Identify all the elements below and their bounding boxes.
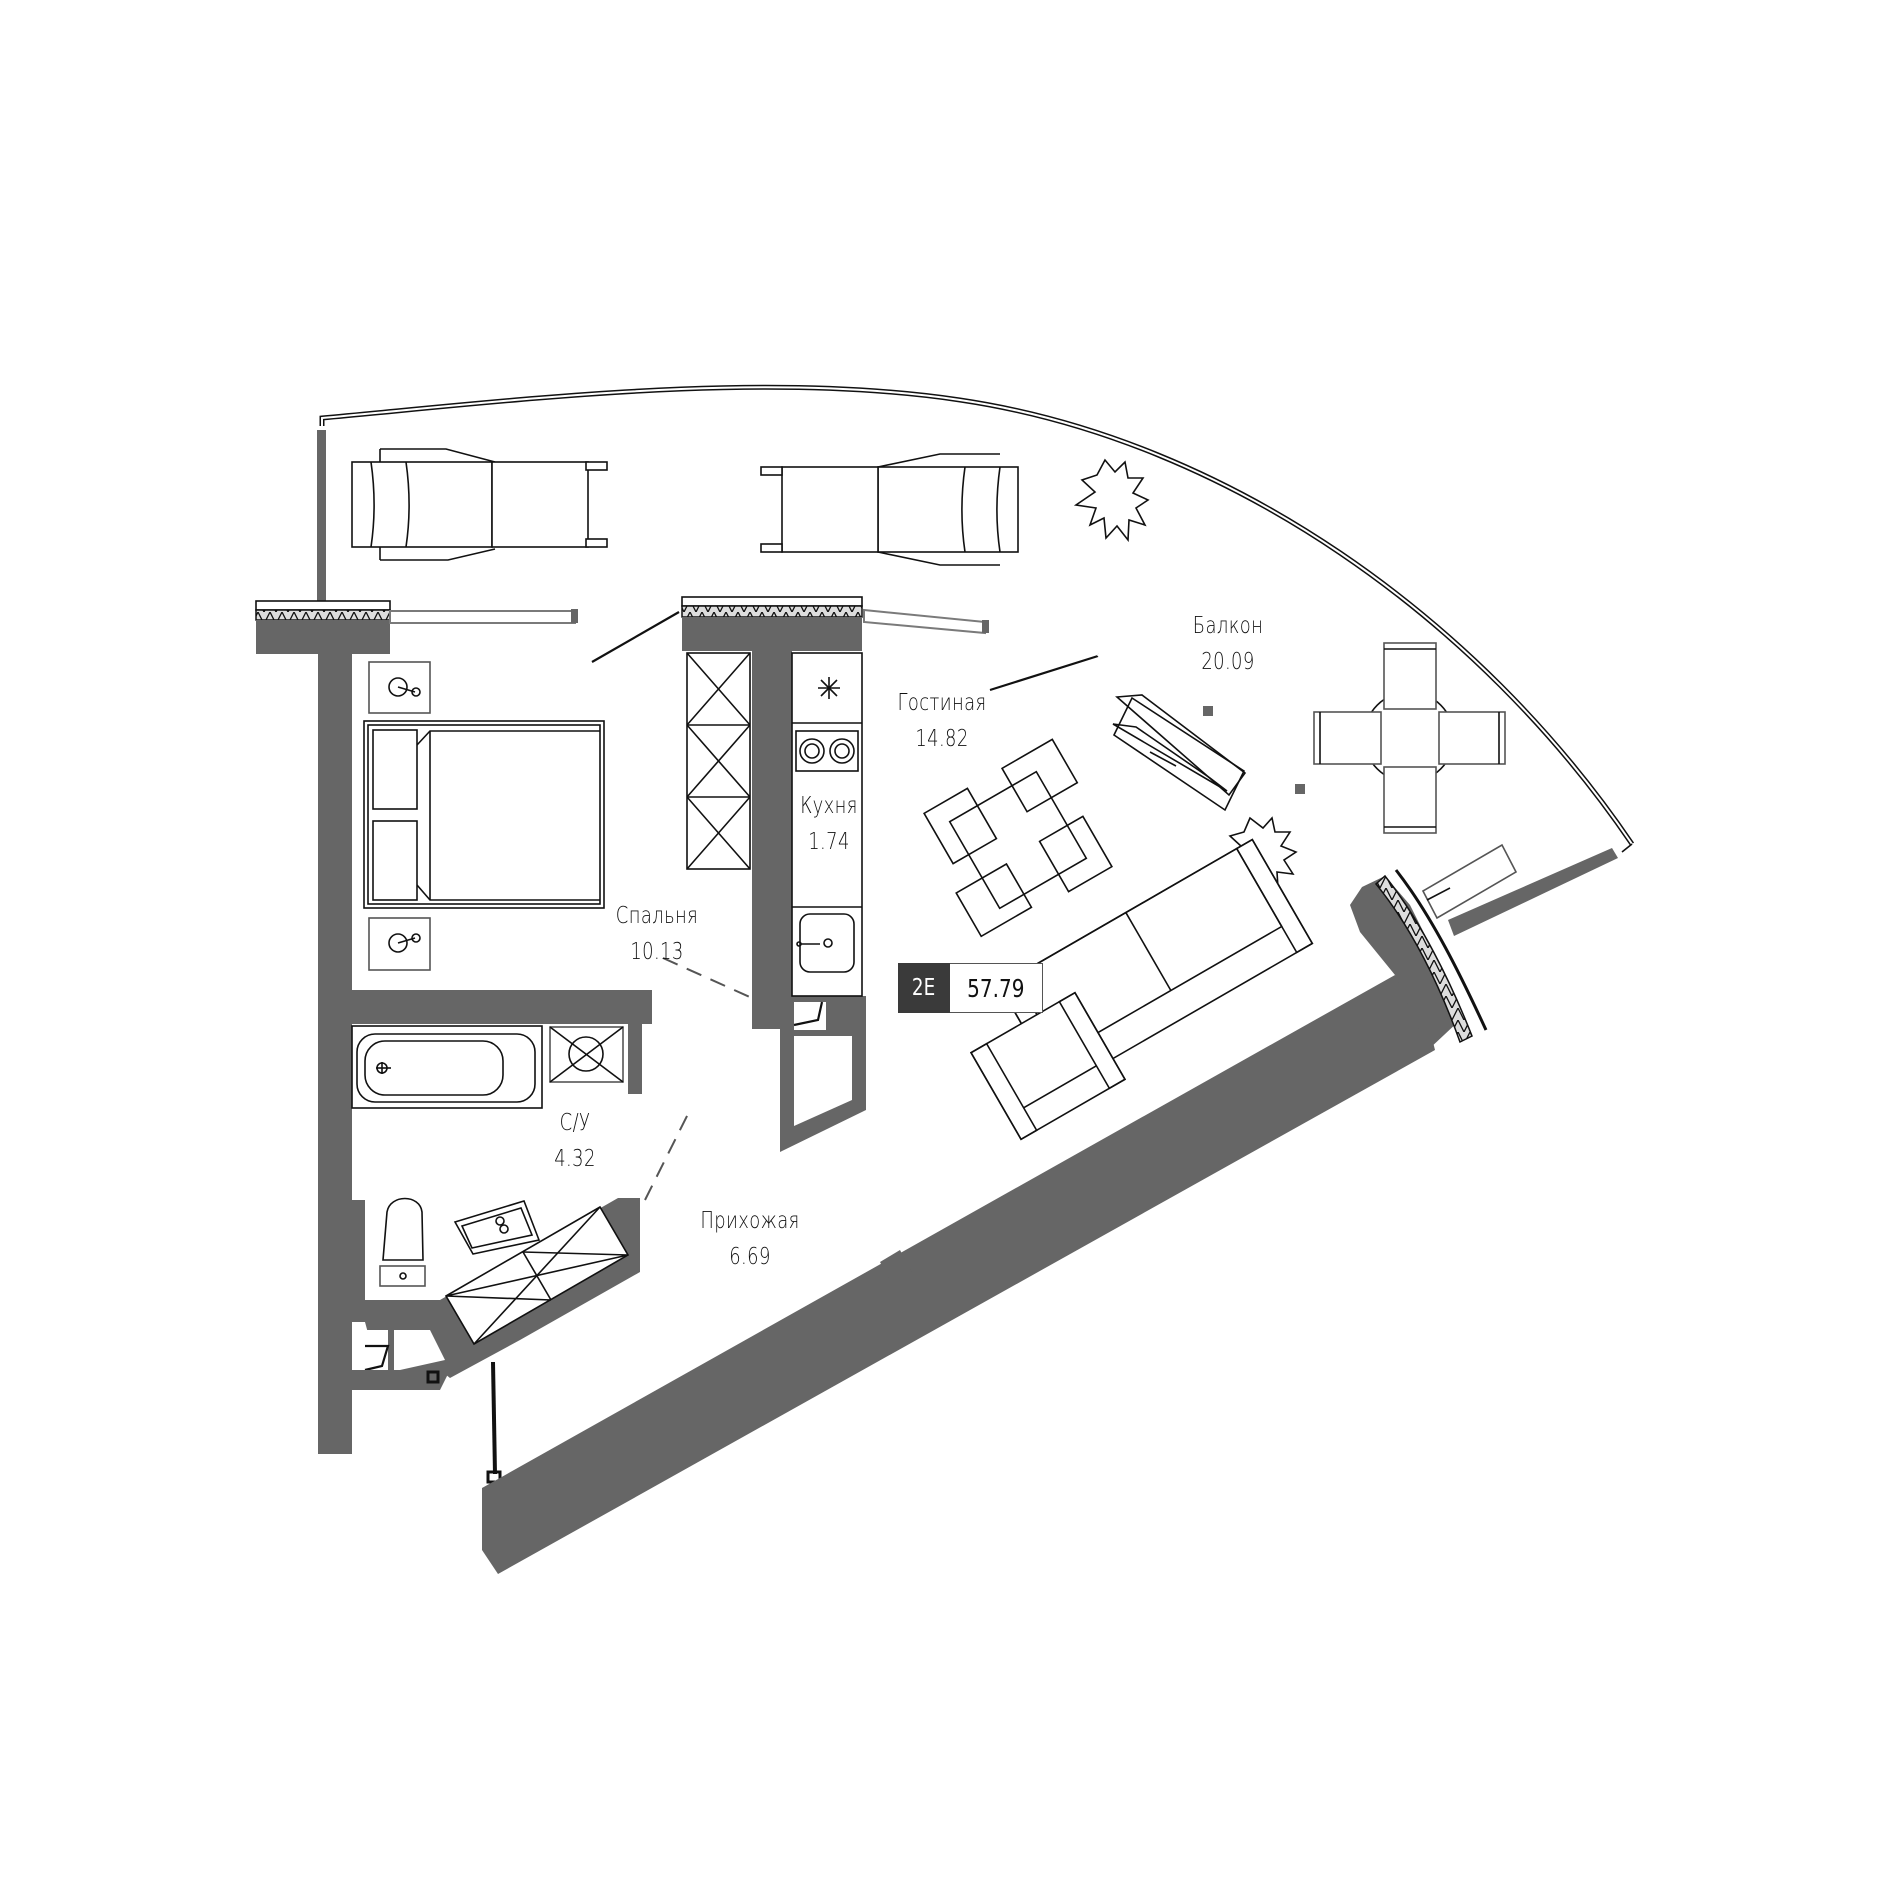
- bathtub: [351, 1025, 543, 1109]
- armchair: [969, 991, 1127, 1141]
- top-wall-center: [681, 596, 863, 651]
- apartment-code-text: 2E: [912, 975, 936, 1001]
- balcony-railing: [319, 384, 1635, 853]
- bath-stub-wall: [628, 1024, 642, 1094]
- bedroom-doorway: [662, 957, 753, 999]
- wash-basin: [453, 1200, 541, 1255]
- apartment-total-area-text: 57.79: [967, 973, 1025, 1003]
- apartment-badge: 2E 57.79: [898, 963, 1043, 1013]
- bedroom-wardrobe: [686, 652, 751, 870]
- room-label-bathroom: С/У 4.32: [544, 1105, 606, 1177]
- window-kitchen: [863, 608, 989, 635]
- sun-lounger-right: [760, 453, 1019, 566]
- room-name: Спальня: [615, 903, 699, 929]
- kitchen-counter: [791, 652, 863, 997]
- potted-plant-balcony: [1073, 458, 1150, 543]
- room-area: 6.69: [729, 1244, 771, 1270]
- room-area: 10.13: [630, 939, 684, 965]
- nightstand-top: [368, 661, 431, 714]
- bathroom-doorway: [644, 1109, 691, 1201]
- tv-stand: [1112, 694, 1247, 812]
- kitchen-left-wall: [752, 651, 792, 1029]
- extractor-icon: [818, 677, 840, 699]
- room-name: Кухня: [800, 793, 858, 819]
- living-glazing: [1097, 652, 1390, 877]
- room-name: С/У: [559, 1110, 591, 1136]
- entrance-door: [426, 1361, 502, 1484]
- room-label-hallway: Прихожая 6.69: [695, 1203, 804, 1275]
- room-name: Балкон: [1192, 613, 1264, 639]
- room-name: Прихожая: [700, 1208, 800, 1234]
- room-area: 20.09: [1201, 649, 1255, 675]
- room-label-bedroom: Спальня 10.13: [606, 898, 707, 970]
- washing-machine: [549, 1026, 624, 1083]
- balcony-door-living: [989, 654, 1099, 692]
- bedroom-bath-wall: [352, 990, 652, 1024]
- room-label-living: Гостиная 14.82: [887, 685, 996, 757]
- dining-table-with-4-chairs: [923, 738, 1113, 938]
- apartment-code: 2E: [898, 963, 950, 1013]
- top-wall-left: [255, 600, 391, 654]
- room-name: Гостиная: [897, 690, 987, 716]
- nightstand-bottom: [368, 917, 431, 971]
- corner-pier: [1350, 869, 1488, 1050]
- room-area: 14.82: [915, 726, 969, 752]
- diagonal-exterior-wall: [482, 975, 1435, 1574]
- room-label-kitchen: Кухня 1.74: [797, 788, 861, 860]
- room-area: 1.74: [808, 829, 850, 855]
- toilet: [379, 1197, 426, 1287]
- sun-lounger-left: [351, 448, 608, 561]
- window-bedroom: [389, 609, 578, 624]
- double-bed: [363, 720, 605, 909]
- left-exterior-wall-main: [318, 654, 352, 1454]
- hallway-wardrobe: [444, 1205, 630, 1346]
- balcony-door-bedroom: [591, 611, 680, 663]
- round-table-with-4-chairs: [1313, 642, 1506, 834]
- outdoor-bench: [1421, 843, 1518, 920]
- apartment-total-area: 57.79: [950, 963, 1043, 1013]
- balcony-right-wall: [1448, 848, 1618, 936]
- balcony-left-wall: [317, 430, 326, 610]
- room-area: 4.32: [554, 1146, 596, 1172]
- room-label-balcony: Балкон 20.09: [1181, 608, 1275, 680]
